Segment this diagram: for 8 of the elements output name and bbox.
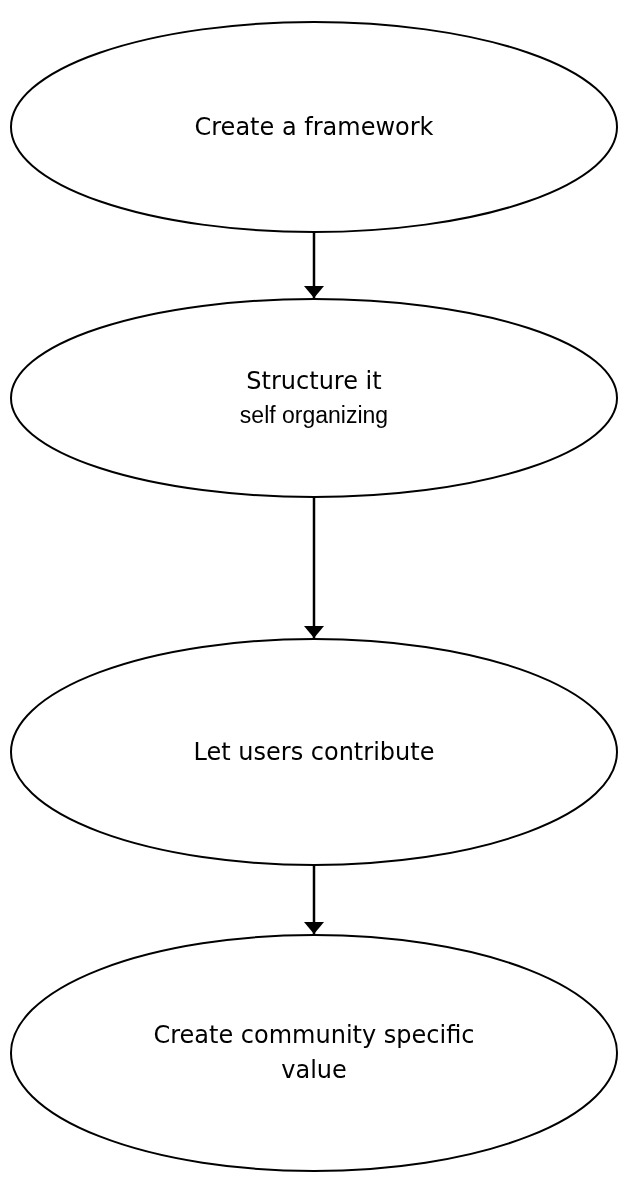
arrow [304,233,324,298]
node-label: Create community specific value [152,1020,476,1086]
node-label: Structure it [246,365,382,397]
node-label: Create a framework [194,111,434,143]
arrow [304,866,324,934]
node-label: Let users contribute [193,736,435,768]
node-label: self organizing [239,400,389,430]
arrow [304,498,324,638]
